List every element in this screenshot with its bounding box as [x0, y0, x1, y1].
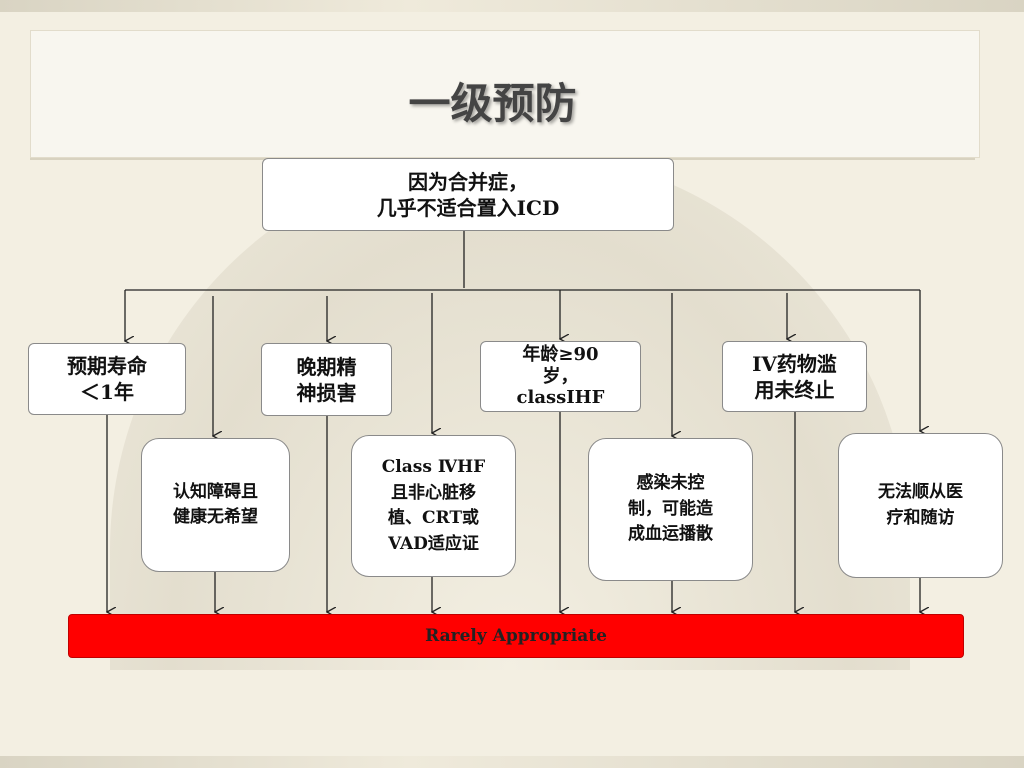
page-title: 一级预防 [408, 79, 577, 128]
age-90-box: 年龄≥90 岁， classⅠHF [480, 341, 641, 412]
life-expectancy-box: 预期寿命 ＜1年 [28, 343, 186, 415]
psychiatric-impairment-box: 晚期精 神损害 [261, 343, 392, 416]
bottom-frame-band [0, 756, 1024, 768]
infection-box: 感染未控 制，可能造 成血运播散 [588, 438, 753, 581]
root-condition-box: 因为合并症， 几乎不适合置入ICD [262, 158, 674, 231]
rarely-appropriate-bar: Rarely Appropriate [68, 614, 964, 658]
class-iv-hf-box: Class ⅣHF 且非心脏移 植、CRT或 VAD适应证 [351, 435, 516, 577]
iv-drug-abuse-box: IV药物滥 用未终止 [722, 341, 867, 412]
title-panel [30, 30, 980, 158]
top-frame-band [0, 0, 1024, 12]
cognitive-impairment-box: 认知障碍且 健康无希望 [141, 438, 290, 572]
noncompliance-box: 无法顺从医 疗和随访 [838, 433, 1003, 578]
